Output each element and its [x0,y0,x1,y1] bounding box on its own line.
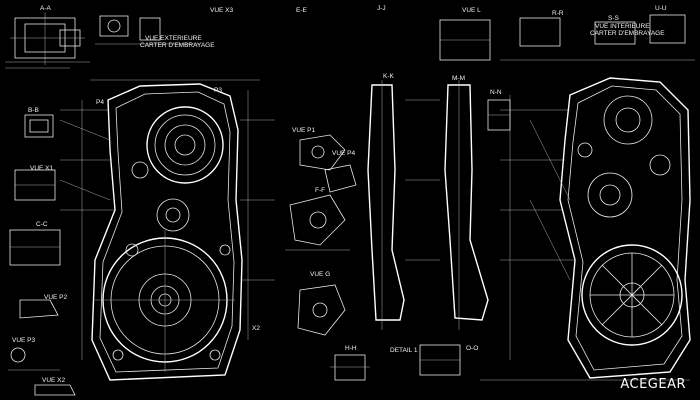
housing-exterior-view [59,79,275,381]
housing-interior-view [500,77,691,379]
acegear-watermark: AceGear [620,377,686,392]
section-top-parts [95,15,200,45]
section-top-right [439,14,695,61]
label-vue-ext-1: VUE EXTERIEURE [145,35,202,42]
label-ee: E-E [296,7,308,14]
label-uu: U-U [655,5,667,12]
label-ss: S-S [608,15,620,22]
label-p3: P3 [214,87,222,94]
label-rr: R-R [552,10,564,17]
section-aa [5,12,90,69]
section-kk-mm [367,80,489,330]
label-vue-int-2: CARTER D'EMBRAYAGE [590,30,665,37]
section-nn [419,99,690,381]
label-oo: O-O [466,345,478,352]
section-left-small [8,114,76,396]
label-hh: H-H [345,345,357,352]
label-kk: K-K [383,73,395,80]
label-jj: J-J [377,5,386,12]
label-vue-ext-2: CARTER D'EMBRAYAGE [140,42,215,49]
label-vue-x2: VUE X2 [42,377,66,384]
label-bb: B-B [28,107,39,114]
view-labels: A-A VUE X3 E-E J-J VUE L R-R S-S U-U VUE… [12,5,667,384]
label-vue-p1: VUE P1 [292,127,316,134]
section-middle-parts [285,134,370,381]
label-cc: C-C [36,221,48,228]
label-vue-int-1: VUE INTERIEURE [595,23,650,30]
label-vue-p4: VUE P4 [332,150,356,157]
label-aa: A-A [40,5,52,12]
label-detail1: DETAIL 1 [390,347,418,354]
label-vue-p2: VUE P2 [44,294,68,301]
label-ff: F-F [315,187,325,194]
label-p4: P4 [96,99,104,106]
label-nn: N-N [490,89,502,96]
label-x2: X2 [252,325,260,332]
label-vue-x3: VUE X3 [210,7,234,14]
label-vue-p3: VUE P3 [12,337,36,344]
label-vue-l: VUE L [462,7,481,14]
label-vue-g: VUE G [310,271,330,278]
label-vue-x1: VUE X1 [30,165,54,172]
label-mm: M-M [452,75,465,82]
